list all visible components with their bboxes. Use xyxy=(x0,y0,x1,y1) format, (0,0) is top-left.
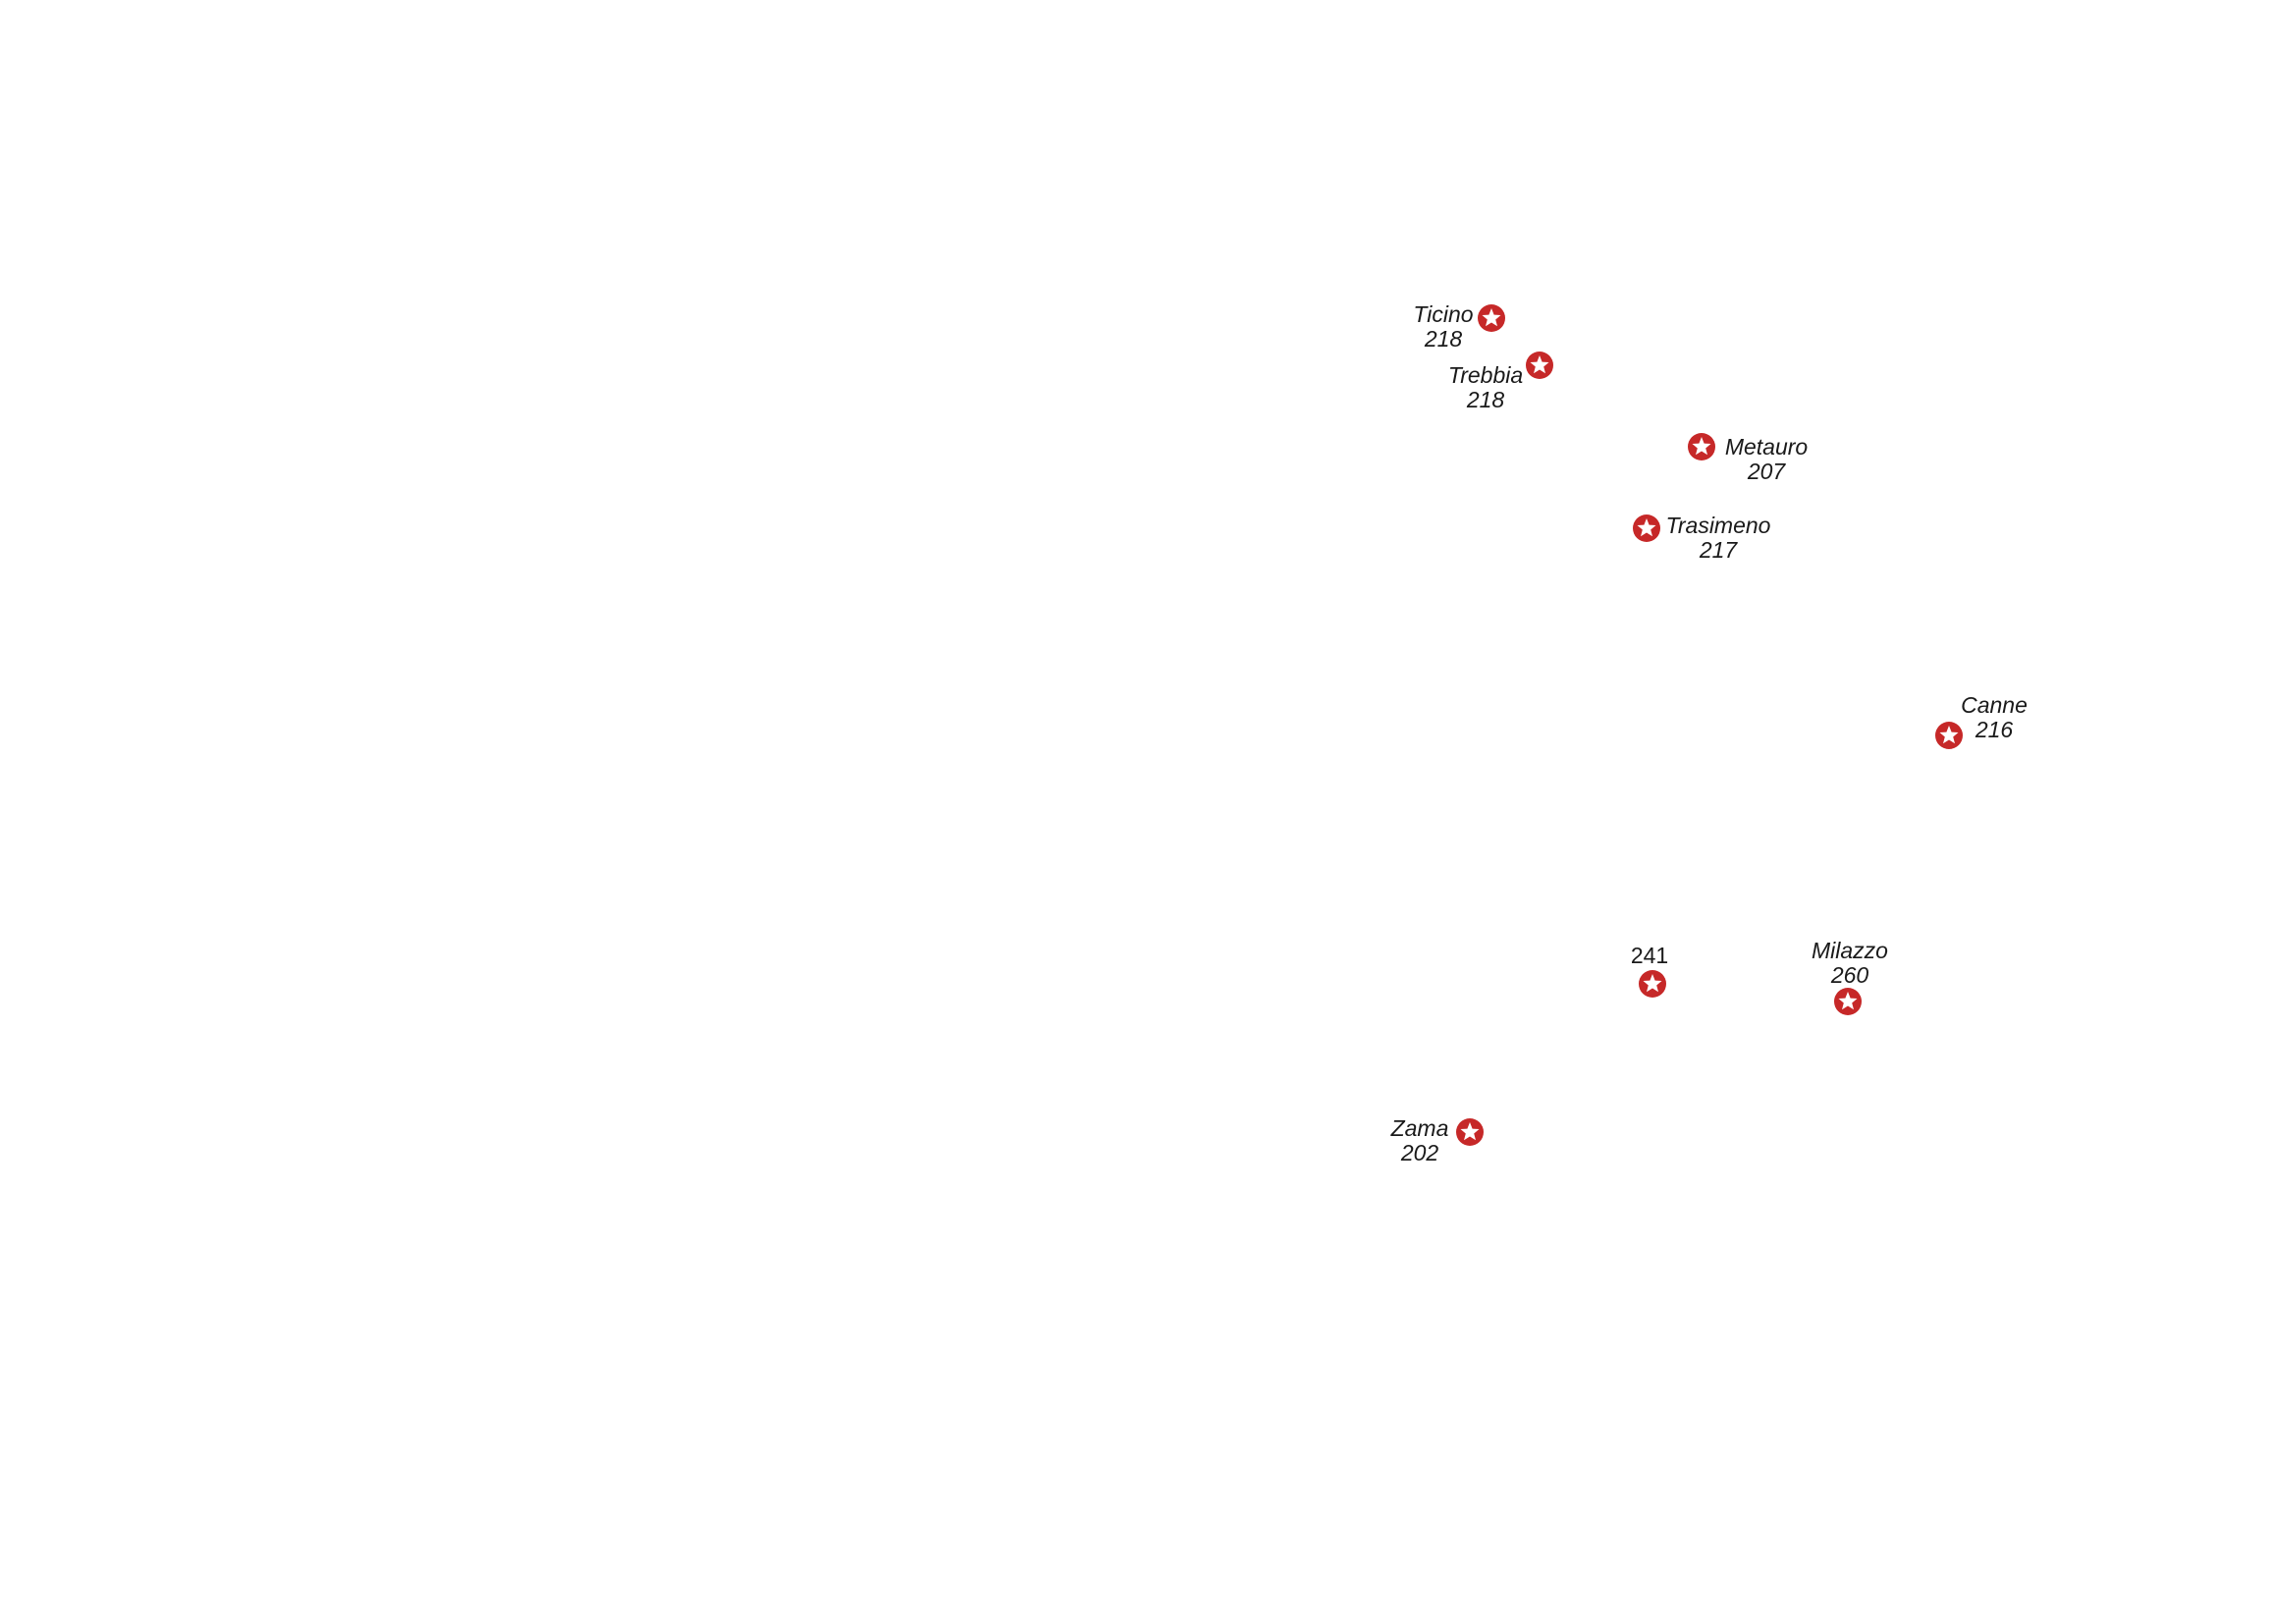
battle-label-milazzo: Milazzo 260 xyxy=(1803,939,1897,988)
battle-label-241: 241 xyxy=(1620,944,1679,968)
battle-star-icon-ticino[interactable] xyxy=(1477,303,1506,333)
battle-year: 241 xyxy=(1630,943,1669,968)
battle-label-canne: Canne 216 xyxy=(1953,693,2035,742)
battle-star-icon-metauro[interactable] xyxy=(1687,432,1716,461)
battle-star-icon-trebbia[interactable] xyxy=(1525,351,1554,380)
battle-name: Metauro xyxy=(1724,434,1809,460)
battle-name: Trebbia xyxy=(1447,362,1524,388)
battle-name: Ticino xyxy=(1413,301,1474,327)
battle-year: 218 xyxy=(1466,387,1505,412)
battle-year: 202 xyxy=(1400,1140,1439,1165)
battle-name: Milazzo xyxy=(1812,938,1888,963)
battle-label-metauro: Metauro 207 xyxy=(1721,435,1812,484)
battle-name: Canne xyxy=(1961,692,2028,718)
battle-name: Trasimeno xyxy=(1665,513,1771,538)
battle-label-ticino: Ticino 218 xyxy=(1404,302,1483,352)
battle-star-icon-milazzo[interactable] xyxy=(1833,987,1863,1016)
battle-star-icon-241[interactable] xyxy=(1638,969,1667,999)
battle-year: 260 xyxy=(1830,962,1869,988)
battle-star-icon-zama[interactable] xyxy=(1455,1117,1485,1147)
battle-year: 207 xyxy=(1747,459,1786,484)
battle-label-trebbia: Trebbia 218 xyxy=(1441,363,1530,412)
battle-year: 218 xyxy=(1424,326,1463,352)
battle-name: Zama xyxy=(1390,1115,1449,1141)
battle-year: 216 xyxy=(1975,717,2014,742)
battle-year: 217 xyxy=(1699,537,1738,563)
battle-label-trasimeno: Trasimeno 217 xyxy=(1662,514,1774,563)
battle-label-zama: Zama 202 xyxy=(1380,1116,1459,1165)
battle-star-icon-trasimeno[interactable] xyxy=(1632,514,1661,543)
battle-star-icon-canne[interactable] xyxy=(1934,721,1964,750)
